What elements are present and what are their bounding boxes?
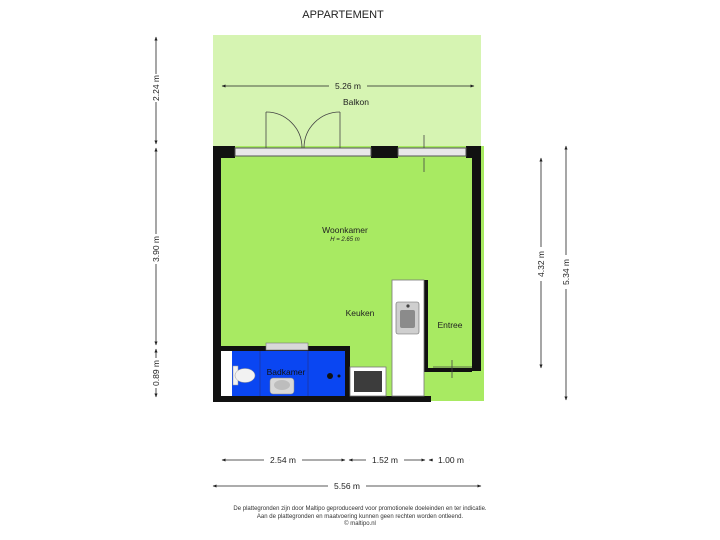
sink-icon <box>269 377 295 395</box>
window-frames <box>234 147 467 157</box>
dim-bg-1 <box>150 74 162 102</box>
kitchen-sink-icon <box>395 301 420 335</box>
kitchen-label: Keuken <box>346 308 375 318</box>
dim-bg-2 <box>150 234 162 264</box>
ceiling-height-label: H = 2.65 m <box>330 237 360 243</box>
disclaimer-line-1: De plattegronden zijn door Maltipo gepro… <box>233 506 487 512</box>
balcony-doors <box>265 111 425 172</box>
balcony-width-label: 5.26 m <box>335 81 361 91</box>
shower-drain-icon <box>327 373 333 379</box>
living-depth-label: 3.90 m <box>151 236 161 262</box>
disclaimer-line-3: © maltipo.nl <box>344 521 376 528</box>
plan-title: APPARTEMENT <box>302 9 384 21</box>
balcony-label: Balkon <box>343 97 369 107</box>
dim-bg-3 <box>150 358 162 388</box>
stove-icon <box>354 371 382 392</box>
dim-bg-4 <box>535 247 547 281</box>
balcony-depth-label: 2.24 m <box>151 75 161 101</box>
right-inner-label: 4.32 m <box>536 251 546 277</box>
right-outer-label: 5.34 m <box>561 259 571 285</box>
dim-bg-8 <box>433 454 469 466</box>
disclaimer-line-2: Aan de plattegronden en maatvoering kunn… <box>256 513 464 520</box>
bathroom-grid <box>259 351 309 396</box>
balcony-width-bg <box>329 80 367 92</box>
dim-bg-9 <box>328 480 366 492</box>
kitchen-counter <box>391 279 425 397</box>
disclaimer: De plattegronden zijn door Maltipo gepro… <box>0 506 720 529</box>
entrance-door <box>433 360 472 378</box>
living-room-label: Woonkamer <box>322 225 368 235</box>
bathroom-depth-label: 0.89 m <box>151 360 161 386</box>
bathroom-label: Badkamer <box>267 367 306 377</box>
bottom-seg1-label: 2.54 m <box>270 455 296 465</box>
dim-bg-7 <box>366 454 404 466</box>
bottom-seg3-label: 1.00 m <box>438 455 464 465</box>
shower-tap-icon <box>337 374 341 378</box>
toilet-icon <box>232 365 256 386</box>
entrance-label: Entree <box>437 320 462 330</box>
dim-bg-6 <box>264 454 302 466</box>
bathroom-wall-niche <box>221 351 232 396</box>
bottom-seg2-label: 1.52 m <box>372 455 398 465</box>
dim-bg-5 <box>560 255 572 289</box>
bathroom-window <box>265 342 309 351</box>
total-width-label: 5.56 m <box>334 481 360 491</box>
